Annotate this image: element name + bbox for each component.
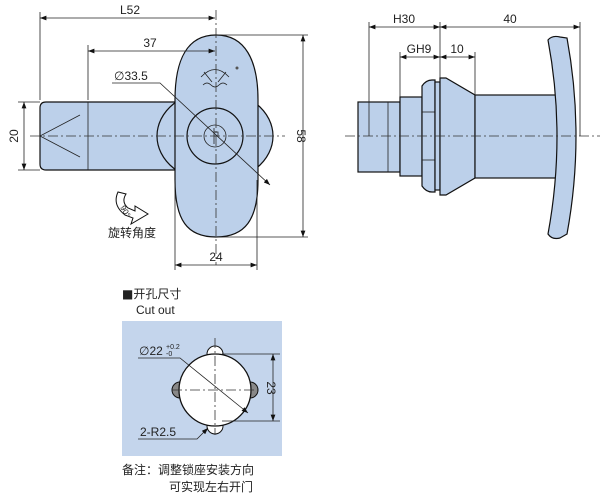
rotation-arrow-icon: 90° <box>115 191 149 226</box>
dim-gh9: GH9 <box>407 42 432 56</box>
dim-24: 24 <box>209 250 223 264</box>
cone-body <box>439 77 476 196</box>
cutout-title-cn: ■开孔尺寸 <box>122 287 181 301</box>
cutout-section: ■开孔尺寸 Cut out 23 ∅22 +0.2 -0 2-R2.5 <box>122 287 282 456</box>
brand-logo <box>200 66 239 88</box>
tolerance-lower: -0 <box>166 351 172 358</box>
dim-diameter: ∅33.5 <box>114 69 148 83</box>
dim-20: 20 <box>7 129 21 143</box>
tolerance-upper: +0.2 <box>166 344 180 351</box>
thread <box>399 96 423 177</box>
note-line-2: 可实现左右开门 <box>169 479 253 494</box>
t-handle-side <box>547 35 577 240</box>
cylinder-end <box>357 101 401 173</box>
hex-nut <box>421 79 436 193</box>
dim-23: 23 <box>264 381 278 395</box>
dim-radius: 2-R2.5 <box>140 425 176 439</box>
dim-37: 37 <box>143 36 157 50</box>
front-view: L52 37 ∅33.5 20 58 24 90° 旋转角度 <box>7 3 308 270</box>
rotation-label: 旋转角度 <box>108 225 156 240</box>
cutout-title-en: Cut out <box>136 303 175 317</box>
dim-58: 58 <box>294 129 308 143</box>
housing <box>474 94 566 179</box>
note-line-1: 备注：调整锁座安装方向 <box>122 462 254 477</box>
dim-l52: L52 <box>120 3 140 17</box>
dim-h30: H30 <box>393 12 415 26</box>
dim-10: 10 <box>450 42 464 56</box>
dim-cutout-diameter: ∅22 <box>139 344 163 358</box>
side-view: H30 40 GH9 10 <box>345 12 600 240</box>
dim-40: 40 <box>503 12 517 26</box>
